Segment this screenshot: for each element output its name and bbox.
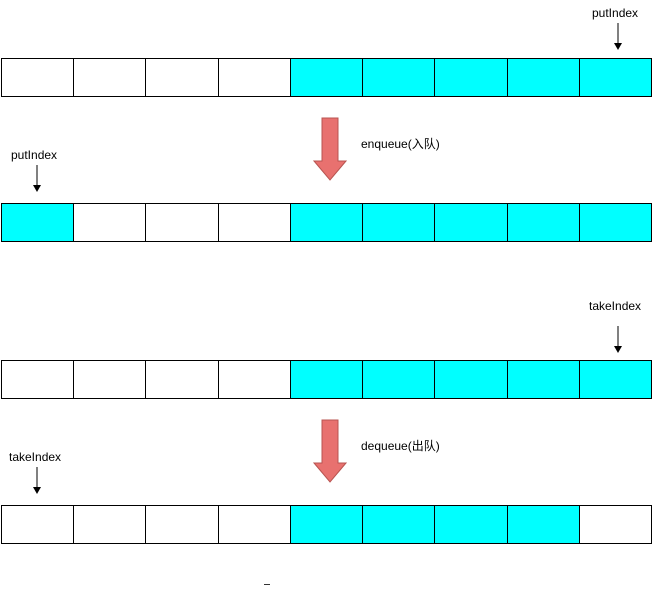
array-cell-2-empty — [145, 505, 219, 544]
array-cell-5-filled — [362, 360, 436, 399]
array-cell-4-filled — [289, 505, 364, 544]
stray-dash-mark — [264, 584, 270, 585]
array-cell-4-filled — [289, 58, 364, 97]
array-cell-1-empty — [73, 505, 147, 544]
array-cell-8-filled — [578, 58, 652, 97]
array-cell-6-filled — [434, 505, 508, 544]
array-cell-8-filled — [578, 360, 652, 399]
array-cell-6-filled — [434, 203, 508, 242]
array-cell-3-empty — [217, 505, 291, 544]
take-index-label-before: takeIndex — [589, 299, 642, 313]
array-cell-7-filled — [506, 360, 580, 399]
array-cell-2-empty — [145, 203, 219, 242]
array-cell-7-filled — [506, 505, 580, 544]
array-cell-3-empty — [217, 58, 291, 97]
array-cell-5-filled — [362, 58, 436, 97]
dequeue-operation-label: dequeue(出队) — [361, 439, 440, 453]
queue-array-before-dequeue — [1, 360, 652, 399]
array-cell-0-empty — [1, 505, 75, 544]
put-index-label-after: putIndex — [11, 148, 58, 162]
take-index-pointer-arrow-before — [614, 326, 622, 353]
dequeue-operation-arrow-icon — [313, 419, 347, 483]
array-cell-6-filled — [434, 58, 508, 97]
queue-array-after-dequeue — [1, 505, 652, 544]
take-index-label-after: takeIndex — [9, 450, 62, 464]
array-cell-3-empty — [217, 360, 291, 399]
put-index-pointer-arrow-after — [33, 165, 41, 192]
array-cell-7-filled — [506, 203, 580, 242]
array-cell-5-filled — [362, 203, 436, 242]
array-cell-1-empty — [73, 58, 147, 97]
array-cell-8-empty — [578, 505, 652, 544]
array-cell-6-filled — [434, 360, 508, 399]
array-cell-8-filled — [578, 203, 652, 242]
array-cell-4-filled — [289, 203, 364, 242]
array-cell-1-empty — [73, 203, 147, 242]
enqueue-operation-label: enqueue(入队) — [361, 137, 440, 151]
array-cell-3-empty — [217, 203, 291, 242]
array-cell-2-empty — [145, 58, 219, 97]
array-cell-7-filled — [506, 58, 580, 97]
put-index-label-before: putIndex — [592, 6, 639, 20]
array-cell-2-empty — [145, 360, 219, 399]
queue-array-after-enqueue — [1, 203, 652, 242]
enqueue-operation-arrow-icon — [313, 117, 347, 181]
put-index-pointer-arrow-before — [614, 23, 622, 50]
array-cell-1-empty — [73, 360, 147, 399]
array-cell-0-filled — [1, 203, 75, 242]
array-cell-4-filled — [289, 360, 364, 399]
take-index-pointer-arrow-after — [33, 467, 41, 494]
array-cell-0-empty — [1, 58, 75, 97]
array-cell-5-filled — [362, 505, 436, 544]
array-cell-0-empty — [1, 360, 75, 399]
queue-array-before-enqueue — [1, 58, 652, 97]
